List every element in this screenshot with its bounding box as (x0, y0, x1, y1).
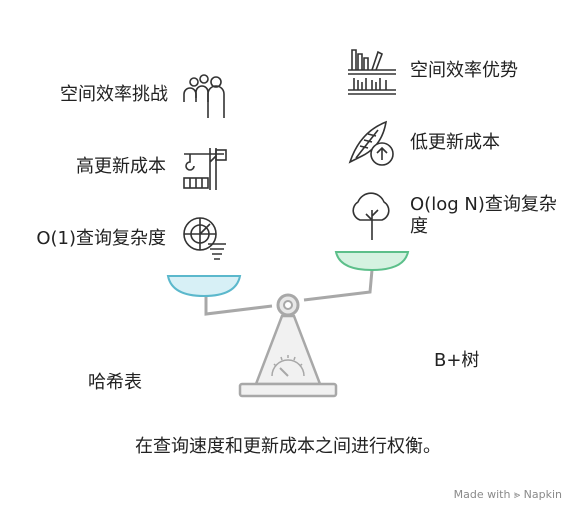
right-item-3-text: O(log N)查询复杂度 (410, 194, 557, 237)
bplus-tree-label: B+树 (434, 350, 480, 371)
left-item-1-text: 空间效率挑战 (60, 84, 168, 105)
bookshelf-icon (346, 46, 398, 96)
scale-base (238, 382, 338, 398)
left-pan (166, 275, 242, 298)
right-item-2-text: 低更新成本 (410, 132, 500, 153)
people-group-icon (180, 72, 228, 122)
left-item-2-text: 高更新成本 (76, 156, 166, 177)
crane-icon (180, 144, 230, 194)
watermark: Made with ⪢ Napkin (453, 488, 562, 501)
right-pan (334, 251, 410, 272)
tree-icon (346, 190, 398, 242)
leaf-upload-icon (346, 118, 396, 168)
scale-beam (204, 269, 374, 316)
caption: 在查询速度和更新成本之间进行权衡。 (135, 436, 441, 457)
radar-funnel-icon (180, 214, 230, 264)
right-item-1-text: 空间效率优势 (410, 60, 518, 81)
scale-stand (254, 314, 322, 386)
balance-scale (166, 251, 410, 398)
hash-table-label: 哈希表 (88, 372, 142, 393)
left-item-3-text: O(1)查询复杂度 (36, 228, 166, 249)
